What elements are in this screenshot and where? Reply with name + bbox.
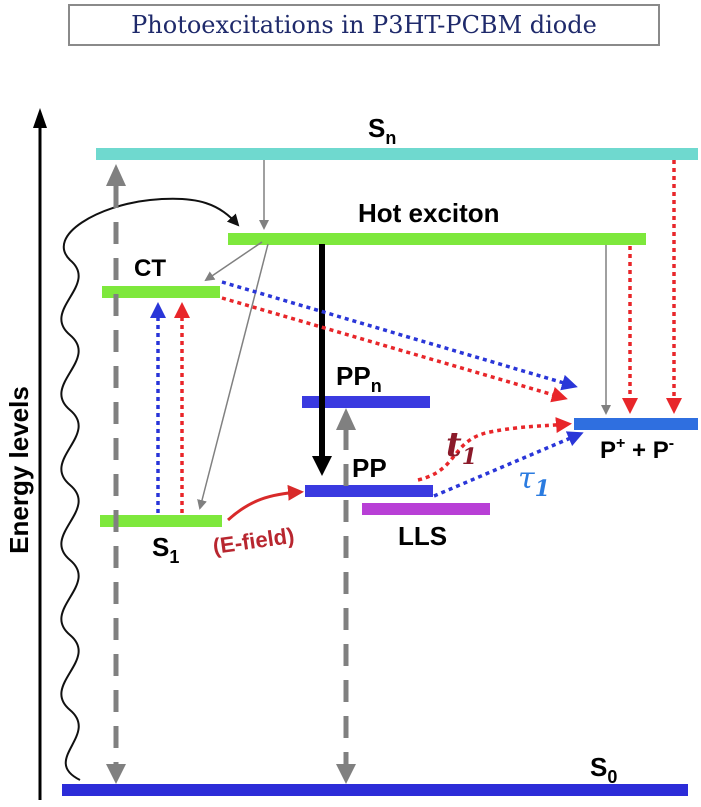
level-s1 [100,515,222,527]
energy-axis: Energy levels [4,108,47,800]
label-s0: S0 [590,752,617,787]
blue-dotted-ct-to-polarons [221,280,578,391]
efield-label: (E-field) [211,523,296,559]
label-polarons: P+ + P- [600,435,674,464]
efield-arrow [226,484,304,522]
level-s0 [62,784,688,796]
tau1-label: τ1 [518,461,550,502]
label-hot-exciton: Hot exciton [358,198,500,228]
level-hot-exciton [228,233,646,245]
axis-label: Energy levels [4,386,34,554]
diagram-title: Photoexcitations in P3HT-PCBM diode [68,4,660,46]
level-lls [362,503,490,515]
arrow-hot-to-ct [204,241,263,282]
level-ct [102,286,220,298]
wavy-excitation-arrow [60,197,240,781]
label-lls: LLS [398,521,447,551]
t1-label: t1 [446,425,477,470]
label-sn: Sn [368,113,396,148]
level-ppn [302,396,430,408]
dashed-sn-s0-arrow [106,164,126,784]
label-ppn: PPn [336,361,382,396]
label-s1: S1 [152,532,179,567]
red-dotted-ct-to-polarons [221,296,568,403]
arrow-hot-to-s1 [197,243,269,510]
label-ct: CT [134,255,166,282]
dashed-ppn-s0-arrow [336,408,356,784]
label-pp: PP [352,453,387,483]
red-dotted-pp-to-polarons [417,417,572,482]
level-pp [305,485,433,497]
level-sn [96,148,698,160]
blue-dotted-pp-to-polarons [433,431,584,498]
level-polarons [574,418,698,430]
